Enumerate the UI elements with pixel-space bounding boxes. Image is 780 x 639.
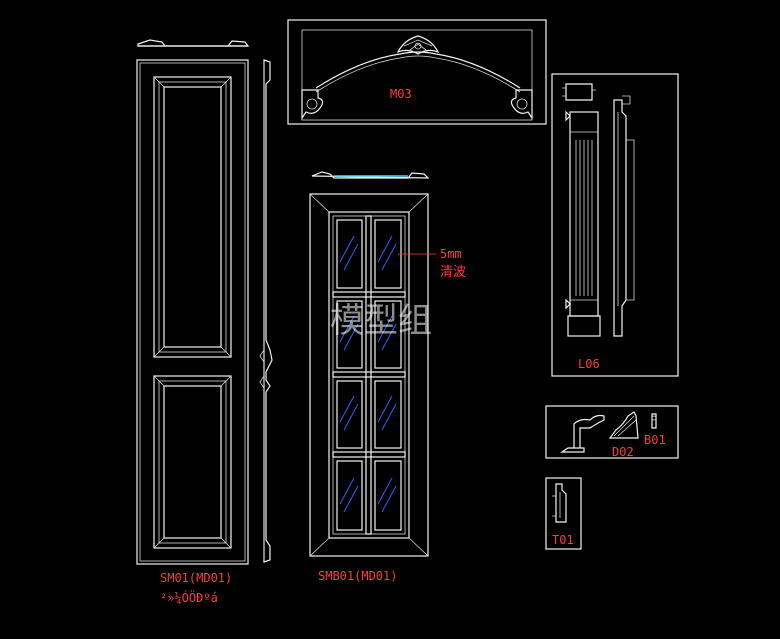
label-glass-thickness: 5mm [440,247,462,261]
label-smb01: SMB01(MD01) [318,569,397,583]
pilaster-l06 [551,73,679,377]
label-d02: D02 [612,445,634,459]
label-m03: M03 [390,87,412,101]
door-sm01 [136,39,250,565]
label-sm01-sub: ²»¼ÓÖÐºá [160,589,218,605]
arch-header-m03 [287,19,547,125]
label-t01: T01 [552,533,574,547]
label-glass-type: 清波 [440,265,466,280]
label-b01: B01 [644,433,666,447]
label-sm01: SM01(MD01) [160,571,232,585]
door-side-profile [259,59,273,563]
watermark-text: 模型组 [330,301,432,341]
cornice-d02-bead-b01 [545,405,679,459]
skirting-t01 [545,477,582,550]
label-l06: L06 [578,357,600,371]
door-smb01-glass [309,171,436,557]
